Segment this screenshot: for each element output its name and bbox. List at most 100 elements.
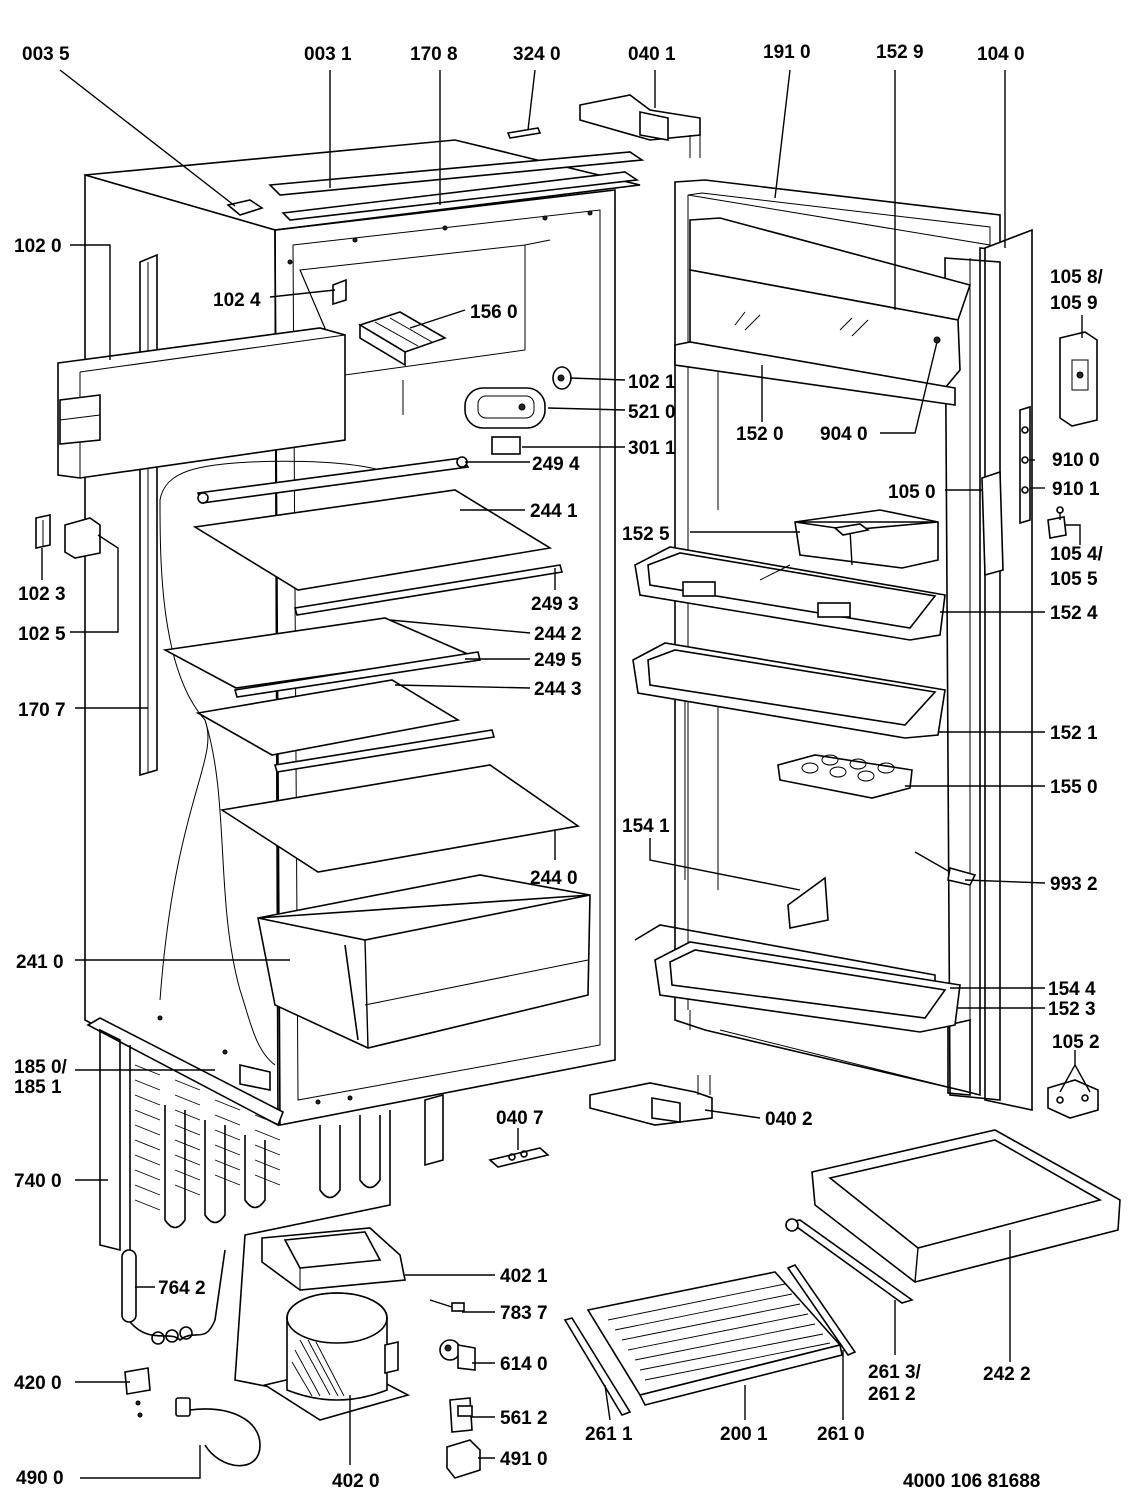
shelf-strip-2494	[196, 456, 470, 504]
glass-shelf-2443	[195, 679, 461, 756]
grid-shelf-2001	[586, 1271, 843, 1406]
label-2443: 244 3	[534, 679, 582, 700]
freezer-flap	[57, 327, 346, 479]
thermostat	[464, 387, 546, 429]
label-0031: 003 1	[304, 44, 352, 65]
power-cord	[175, 1397, 261, 1467]
part-labels: 003 5 003 1 170 8 324 0 040 1 191 0 152 …	[14, 42, 1104, 1492]
ice-tray	[358, 311, 447, 367]
part-7837	[429, 1299, 465, 1312]
label-1021: 102 1	[628, 372, 676, 393]
egg-box-1525	[794, 509, 939, 569]
part-4910	[446, 1439, 481, 1479]
label-1059: 105 9	[1050, 293, 1098, 314]
label-1058: 105 8/	[1050, 267, 1104, 288]
strip-2613	[785, 1218, 914, 1304]
label-1850: 185 0/	[14, 1057, 68, 1078]
part-1025	[64, 517, 101, 559]
label-0402: 040 2	[765, 1109, 813, 1130]
label-1050: 105 0	[888, 482, 936, 503]
label-1560: 156 0	[470, 302, 518, 323]
bottom-hinge-0402	[589, 1075, 713, 1126]
label-9101: 910 1	[1052, 479, 1100, 500]
part-6140	[439, 1339, 476, 1371]
label-1550: 155 0	[1050, 777, 1098, 798]
part-5612	[449, 1397, 473, 1433]
label-0407: 040 7	[496, 1108, 544, 1129]
label-1025: 102 5	[18, 624, 66, 645]
leader-lines	[41, 69, 1091, 1479]
label-0401: 040 1	[628, 44, 676, 65]
label-1040: 104 0	[977, 44, 1025, 65]
label-2422: 242 2	[983, 1364, 1031, 1385]
label-1524: 152 4	[1050, 603, 1098, 624]
part-4200	[124, 1367, 151, 1418]
label-1020: 102 0	[14, 236, 62, 257]
label-2610: 261 0	[817, 1424, 865, 1445]
glass-shelf-2441	[192, 489, 553, 591]
part-1054	[1047, 506, 1067, 539]
label-1541: 154 1	[622, 816, 670, 837]
label-2612: 261 2	[868, 1384, 916, 1405]
label-2493: 249 3	[531, 594, 579, 615]
tray-2422	[811, 1129, 1121, 1283]
shelf-strip-2495	[233, 651, 481, 698]
label-1851: 185 1	[14, 1077, 62, 1098]
crisper-drawer	[257, 874, 591, 1049]
label-1544: 154 4	[1048, 979, 1096, 1000]
label-7642: 764 2	[158, 1278, 206, 1299]
label-6140: 614 0	[500, 1354, 548, 1375]
shelf-strip	[273, 729, 496, 773]
label-3011: 301 1	[628, 438, 676, 459]
label-2442: 244 2	[534, 624, 582, 645]
label-5612: 561 2	[500, 1408, 548, 1429]
label-2410: 241 0	[16, 952, 64, 973]
glass-shelf-2440	[219, 764, 581, 873]
part-1541	[787, 876, 829, 929]
shelf-strip-2493	[293, 564, 564, 616]
compressor	[262, 1292, 411, 1421]
label-4910: 491 0	[500, 1449, 548, 1470]
label-9932: 993 2	[1050, 874, 1098, 895]
capillary-tube	[121, 1249, 226, 1345]
label-7400: 740 0	[14, 1171, 62, 1192]
rail-2610	[786, 1264, 857, 1356]
label-2440: 244 0	[530, 868, 578, 889]
label-1055: 105 5	[1050, 569, 1098, 590]
label-1707: 170 7	[18, 700, 66, 721]
label-4020: 402 0	[332, 1471, 380, 1492]
top-hinge	[579, 94, 701, 158]
part-1023	[35, 514, 51, 549]
label-0035: 003 5	[22, 44, 70, 65]
part-0407	[488, 1147, 550, 1168]
label-1708: 170 8	[410, 44, 458, 65]
part-1021	[552, 366, 572, 390]
label-3240: 324 0	[513, 44, 561, 65]
label-2611: 261 1	[585, 1424, 633, 1445]
label-1521: 152 1	[1050, 723, 1098, 744]
label-1023: 102 3	[18, 584, 66, 605]
label-7837: 783 7	[500, 1303, 548, 1324]
label-1529: 152 9	[876, 42, 924, 63]
part-3011	[491, 436, 521, 455]
door-shelf-1521	[632, 642, 946, 739]
label-9040: 904 0	[820, 424, 868, 445]
part-1058	[1059, 331, 1098, 427]
label-1024: 102 4	[213, 290, 261, 311]
compressor-bracket	[261, 1227, 406, 1291]
door-handle	[981, 470, 1004, 577]
label-1523: 152 3	[1048, 999, 1096, 1020]
label-2441: 244 1	[530, 501, 578, 522]
label-4900: 490 0	[16, 1468, 64, 1489]
rail-2611	[563, 1317, 632, 1416]
document-number: 4000 106 81688	[903, 1471, 1040, 1492]
label-1910: 191 0	[763, 42, 811, 63]
bottle-shelf	[634, 924, 961, 1033]
label-4021: 402 1	[500, 1266, 548, 1287]
label-9100: 910 0	[1052, 450, 1100, 471]
label-2001: 200 1	[720, 1424, 768, 1445]
egg-tray	[777, 754, 913, 799]
label-1525: 152 5	[622, 524, 670, 545]
label-1054: 105 4/	[1050, 544, 1104, 565]
